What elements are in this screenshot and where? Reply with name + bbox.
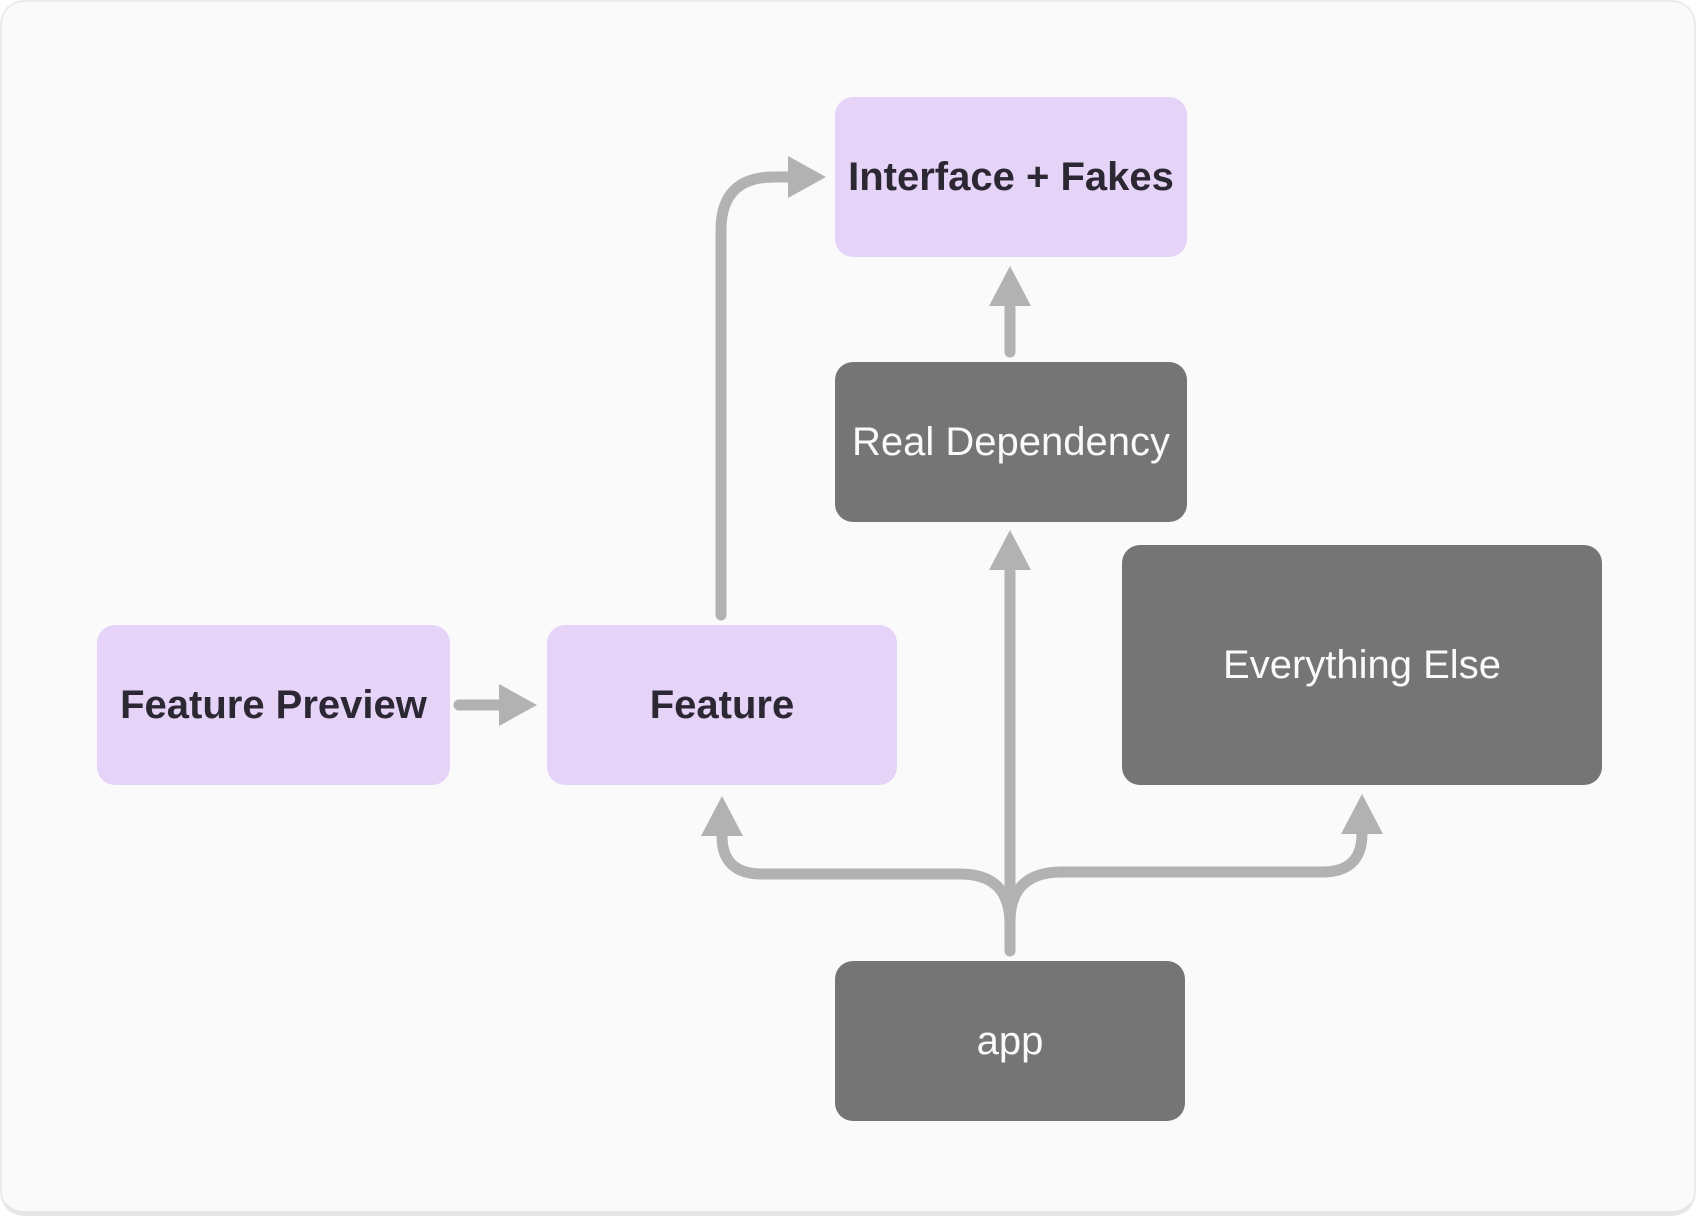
arrowhead-feature-preview-to-feature <box>499 684 537 726</box>
node-real-dependency-label: Real Dependency <box>852 420 1170 464</box>
arrowhead-real-dependency-to-interface-fakes <box>989 266 1031 306</box>
node-everything-else: Everything Else <box>1122 545 1602 785</box>
node-app: app <box>835 961 1185 1121</box>
node-feature-preview: Feature Preview <box>97 625 450 785</box>
node-interface-fakes: Interface + Fakes <box>835 97 1187 257</box>
arrowhead-feature-to-interface-fakes <box>788 156 826 198</box>
node-everything-else-label: Everything Else <box>1223 643 1501 687</box>
arrowhead-app-to-real-dependency <box>989 530 1031 570</box>
edge-app-to-everything-else <box>1004 828 1368 928</box>
node-feature-label: Feature <box>649 683 795 727</box>
node-app-label: app <box>976 1019 1044 1063</box>
node-real-dependency: Real Dependency <box>835 362 1187 522</box>
edge-app-to-feature <box>716 830 1016 930</box>
node-feature: Feature <box>547 625 897 785</box>
edge-feature-to-interface-fakes <box>715 171 794 621</box>
arrowhead-app-to-feature <box>701 796 743 836</box>
node-feature-preview-label: Feature Preview <box>120 683 427 727</box>
node-interface-fakes-label: Interface + Fakes <box>848 155 1174 199</box>
arrowhead-app-to-everything-else <box>1341 794 1383 834</box>
